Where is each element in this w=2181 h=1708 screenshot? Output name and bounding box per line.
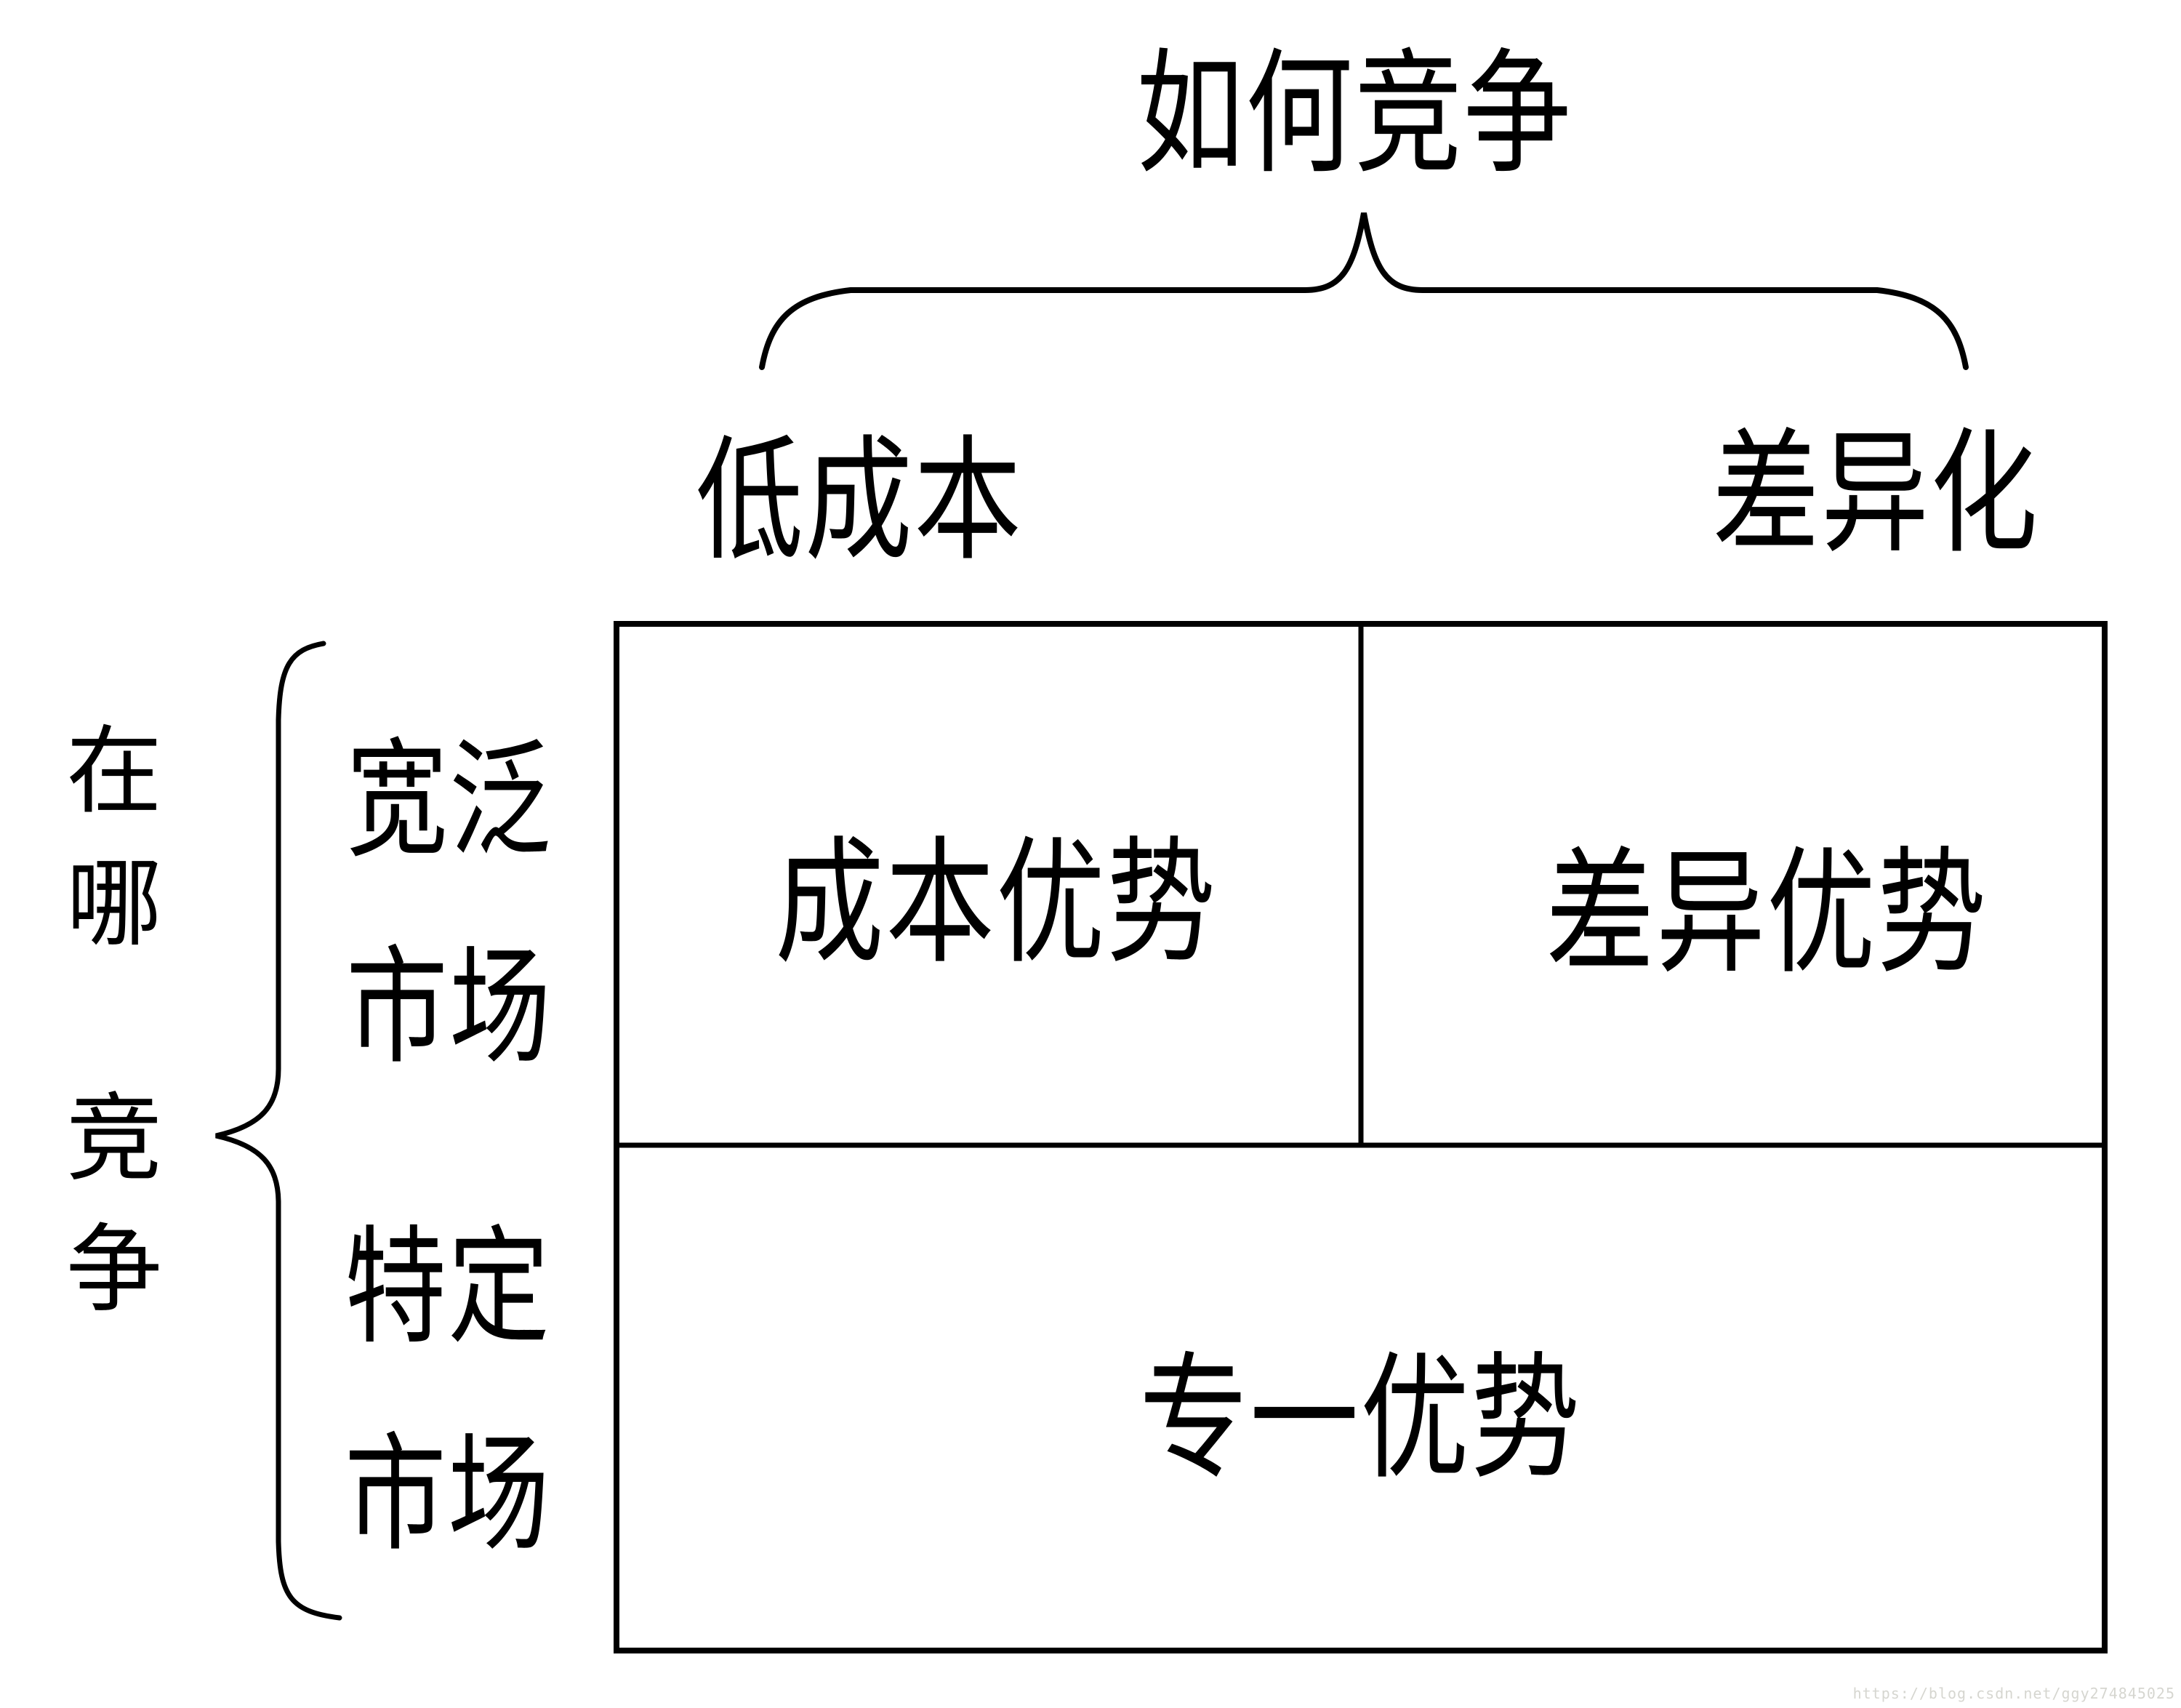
row-label-niche-market-line2: 市场 <box>344 1426 552 1567</box>
row-axis-title-char: 竞 <box>66 1086 162 1193</box>
diagram-title: 如何竞争 <box>1136 41 1573 191</box>
watermark-url: https://blog.csdn.net/ggy274845025 <box>1852 1685 2175 1702</box>
how-to-compete-brace <box>759 212 1969 370</box>
column-label-low-cost: 低成本 <box>696 428 1023 577</box>
row-label-broad-market-line2: 市场 <box>345 939 553 1080</box>
row-axis-title-char: 在 <box>66 718 162 826</box>
cell-cost-advantage: 成本优势 <box>774 829 1218 980</box>
row-axis-title-char: 争 <box>66 1216 162 1324</box>
cell-focus-advantage: 专一优势 <box>1138 1344 1582 1496</box>
row-label-broad-market: 宽泛 市场 <box>346 699 553 1113</box>
row-label-niche-market: 特定 市场 <box>345 1186 551 1600</box>
row-axis-title-char: 哪 <box>66 851 162 958</box>
row-label-broad-market-line1: 宽泛 <box>345 731 553 873</box>
where-to-compete-brace <box>215 641 342 1621</box>
column-label-differentiation: 差异化 <box>1712 420 2039 570</box>
row-label-niche-market-line1: 特定 <box>344 1219 552 1360</box>
cell-differentiation-advantage: 差异优势 <box>1545 839 1988 990</box>
